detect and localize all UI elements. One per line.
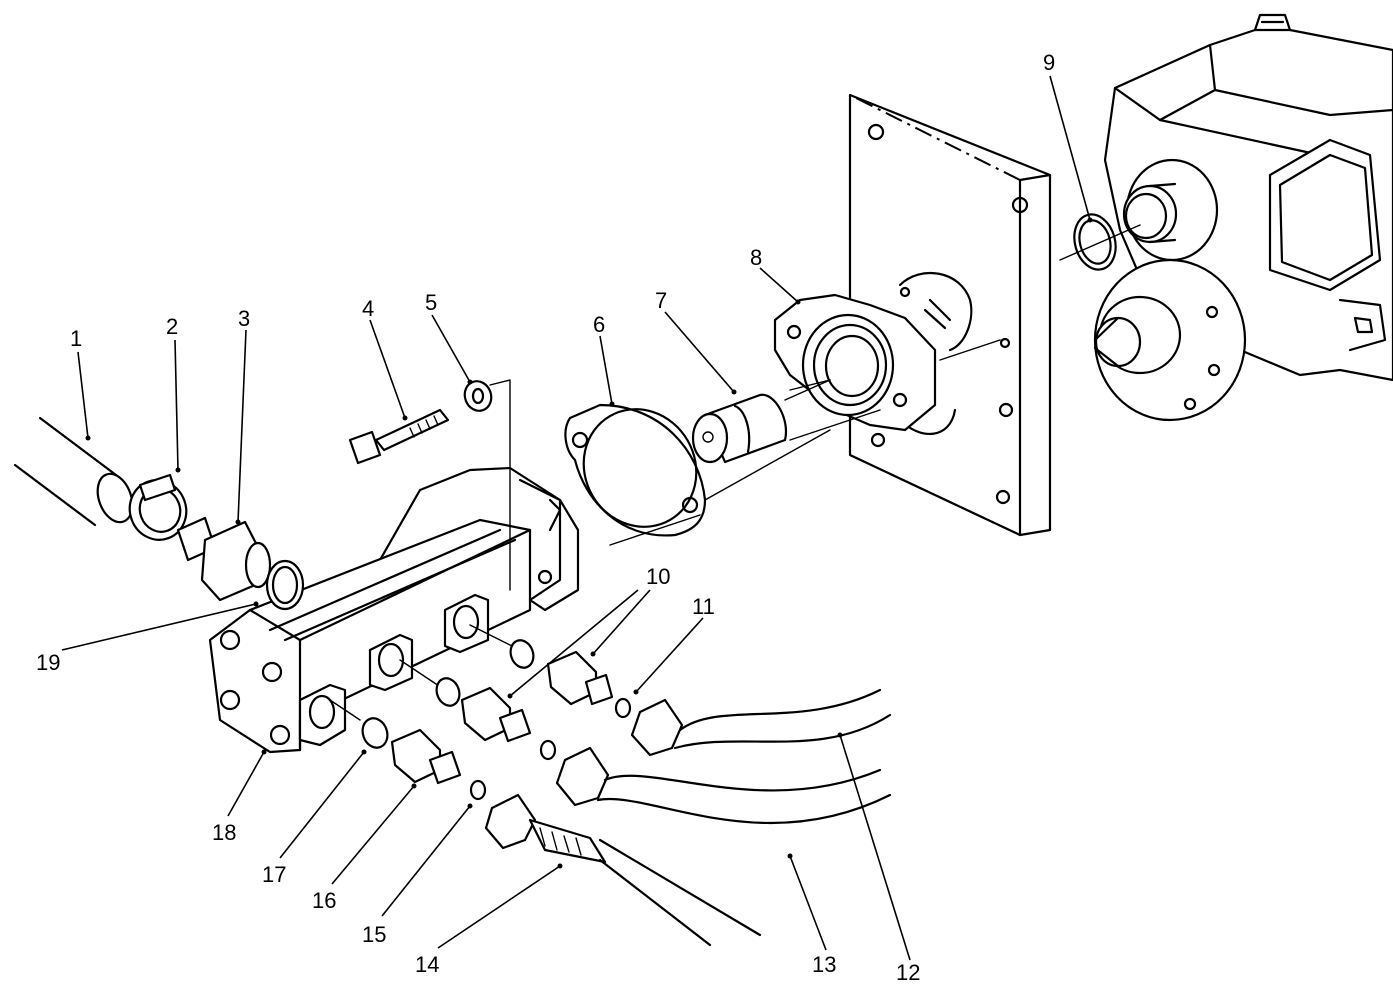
callout-4: 4	[362, 296, 374, 321]
callout-18: 18	[212, 820, 236, 845]
gear-pump	[208, 466, 580, 754]
callout-3: 3	[238, 306, 250, 331]
port-o-rings	[361, 639, 632, 801]
callout-labels: 1 2 3 4 5 6 7 8 9 10 11 12 13 14 15 16 1…	[36, 50, 1055, 985]
callout-8: 8	[750, 245, 762, 270]
part-6-gasket	[564, 403, 831, 546]
callout-17: 17	[262, 862, 286, 887]
part-7-coupler	[691, 379, 881, 464]
callout-12: 12	[896, 960, 920, 985]
leader-lines	[61, 75, 1093, 961]
part-3-fitting	[176, 516, 305, 611]
callout-5: 5	[425, 290, 437, 315]
callout-13: 13	[812, 952, 836, 977]
part-1-hose	[13, 416, 134, 527]
part-2-clamp	[128, 473, 188, 541]
callout-10: 10	[646, 564, 670, 589]
callout-2: 2	[166, 314, 178, 339]
callout-7: 7	[655, 288, 667, 313]
callout-14: 14	[415, 952, 439, 977]
part-14-hose	[484, 793, 762, 947]
part-5-washer	[463, 379, 511, 591]
callout-9: 9	[1043, 50, 1055, 75]
part-10-fittings	[460, 650, 614, 743]
callout-1: 1	[70, 326, 82, 351]
part-8-flange	[773, 293, 1001, 432]
callout-19: 19	[36, 650, 60, 675]
callout-16: 16	[312, 888, 336, 913]
callout-11: 11	[692, 594, 715, 619]
part-16-fitting	[390, 728, 462, 785]
callout-6: 6	[593, 312, 605, 337]
callout-15: 15	[362, 922, 386, 947]
part-13-tube	[555, 746, 892, 825]
hydrostat-pump	[1093, 13, 1393, 422]
part-9-o-ring	[1059, 213, 1141, 271]
part-12-tube	[630, 688, 892, 757]
part-4-capscrew	[348, 408, 450, 465]
